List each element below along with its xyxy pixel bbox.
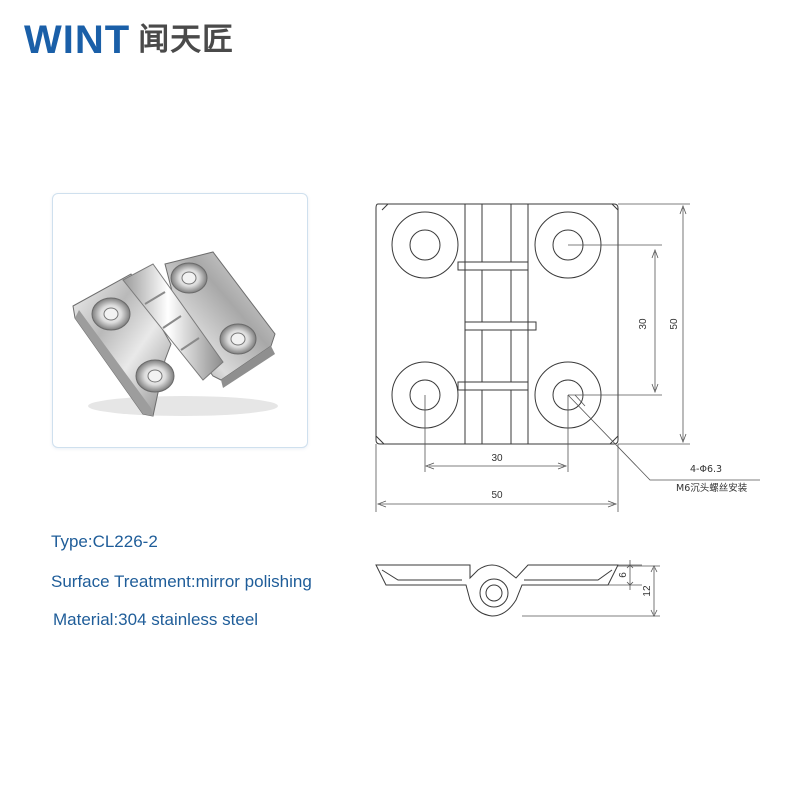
logo-chinese-wordmark: 闻天匠 (138, 21, 235, 58)
dim-total-height: 12 (642, 585, 653, 597)
dim-hole-vertical-spacing: 30 (638, 318, 649, 330)
logo-wordmark: WINT (24, 18, 131, 62)
dim-overall-height: 50 (669, 318, 680, 330)
spec-surface-treatment: Surface Treatment:mirror polishing (51, 572, 312, 591)
dim-overall-width: 50 (491, 490, 503, 501)
spec-type: Type:CL226-2 (51, 532, 158, 551)
hinge-product-image (72, 251, 278, 417)
front-dimensions (375, 203, 760, 512)
brand-logo: WINT 闻天匠 (24, 18, 234, 62)
side-view (375, 564, 619, 617)
dim-hole-horizontal-spacing: 30 (491, 453, 503, 464)
side-dimensions (522, 560, 660, 617)
product-photo-card (52, 193, 308, 448)
hole-note-diameter: 4-Φ6.3 (690, 464, 722, 475)
hole-note-screw: M6沉头螺丝安装 (676, 482, 748, 494)
spec-material: Material:304 stainless steel (53, 610, 259, 629)
dim-plate-thickness: 6 (618, 572, 629, 578)
front-view (375, 203, 619, 445)
